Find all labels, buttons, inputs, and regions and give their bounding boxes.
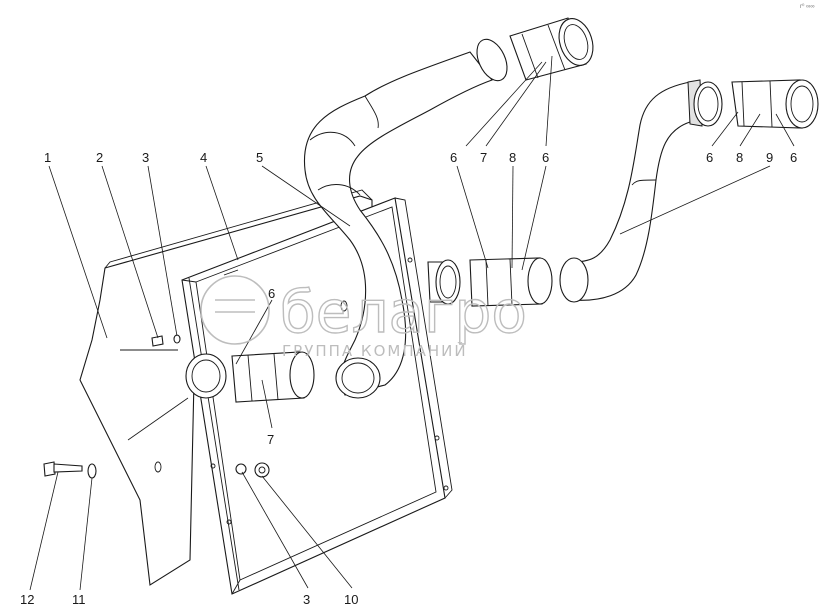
callout-label: 4 xyxy=(200,150,207,165)
callout-label: 6 xyxy=(268,286,275,301)
callout-label: 7 xyxy=(267,432,274,447)
callout-label: 8 xyxy=(736,150,743,165)
right-bent-pipe xyxy=(571,79,723,301)
callout-label: 3 xyxy=(303,592,310,607)
callout-labels: 1 2 3 4 5 6 7 8 6 6 8 9 6 6 7 12 11 3 10 xyxy=(20,150,797,607)
callout-label: 6 xyxy=(706,150,713,165)
callout-label: 7 xyxy=(480,150,487,165)
watermark: белагро ГРУППА КОМПАНИЙ xyxy=(200,275,528,360)
corner-mark: r⁰ ∞∞ xyxy=(800,3,815,10)
callout-label: 6 xyxy=(542,150,549,165)
callout-label: 6 xyxy=(450,150,457,165)
left-coupling-group xyxy=(185,351,315,403)
callout-label: 10 xyxy=(344,592,358,607)
leader-lines xyxy=(29,55,795,591)
watermark-tagline: ГРУППА КОМПАНИЙ xyxy=(282,341,468,360)
callout-label: 11 xyxy=(72,592,86,607)
middle-coupling-group xyxy=(427,257,589,307)
upper-bent-pipe xyxy=(303,38,508,399)
fasteners xyxy=(43,334,270,479)
callout-label: 9 xyxy=(766,150,773,165)
callout-label: 6 xyxy=(790,150,797,165)
callout-label: 2 xyxy=(96,150,103,165)
callout-label: 8 xyxy=(509,150,516,165)
callout-label: 3 xyxy=(142,150,149,165)
callout-label: 1 xyxy=(44,150,51,165)
callout-label: 5 xyxy=(256,150,263,165)
right-top-coupling-group xyxy=(731,79,819,129)
callout-label: 12 xyxy=(20,592,34,607)
shroud-plate xyxy=(79,189,373,586)
upper-coupling-group xyxy=(509,17,594,81)
watermark-brand: белагро xyxy=(280,278,527,346)
